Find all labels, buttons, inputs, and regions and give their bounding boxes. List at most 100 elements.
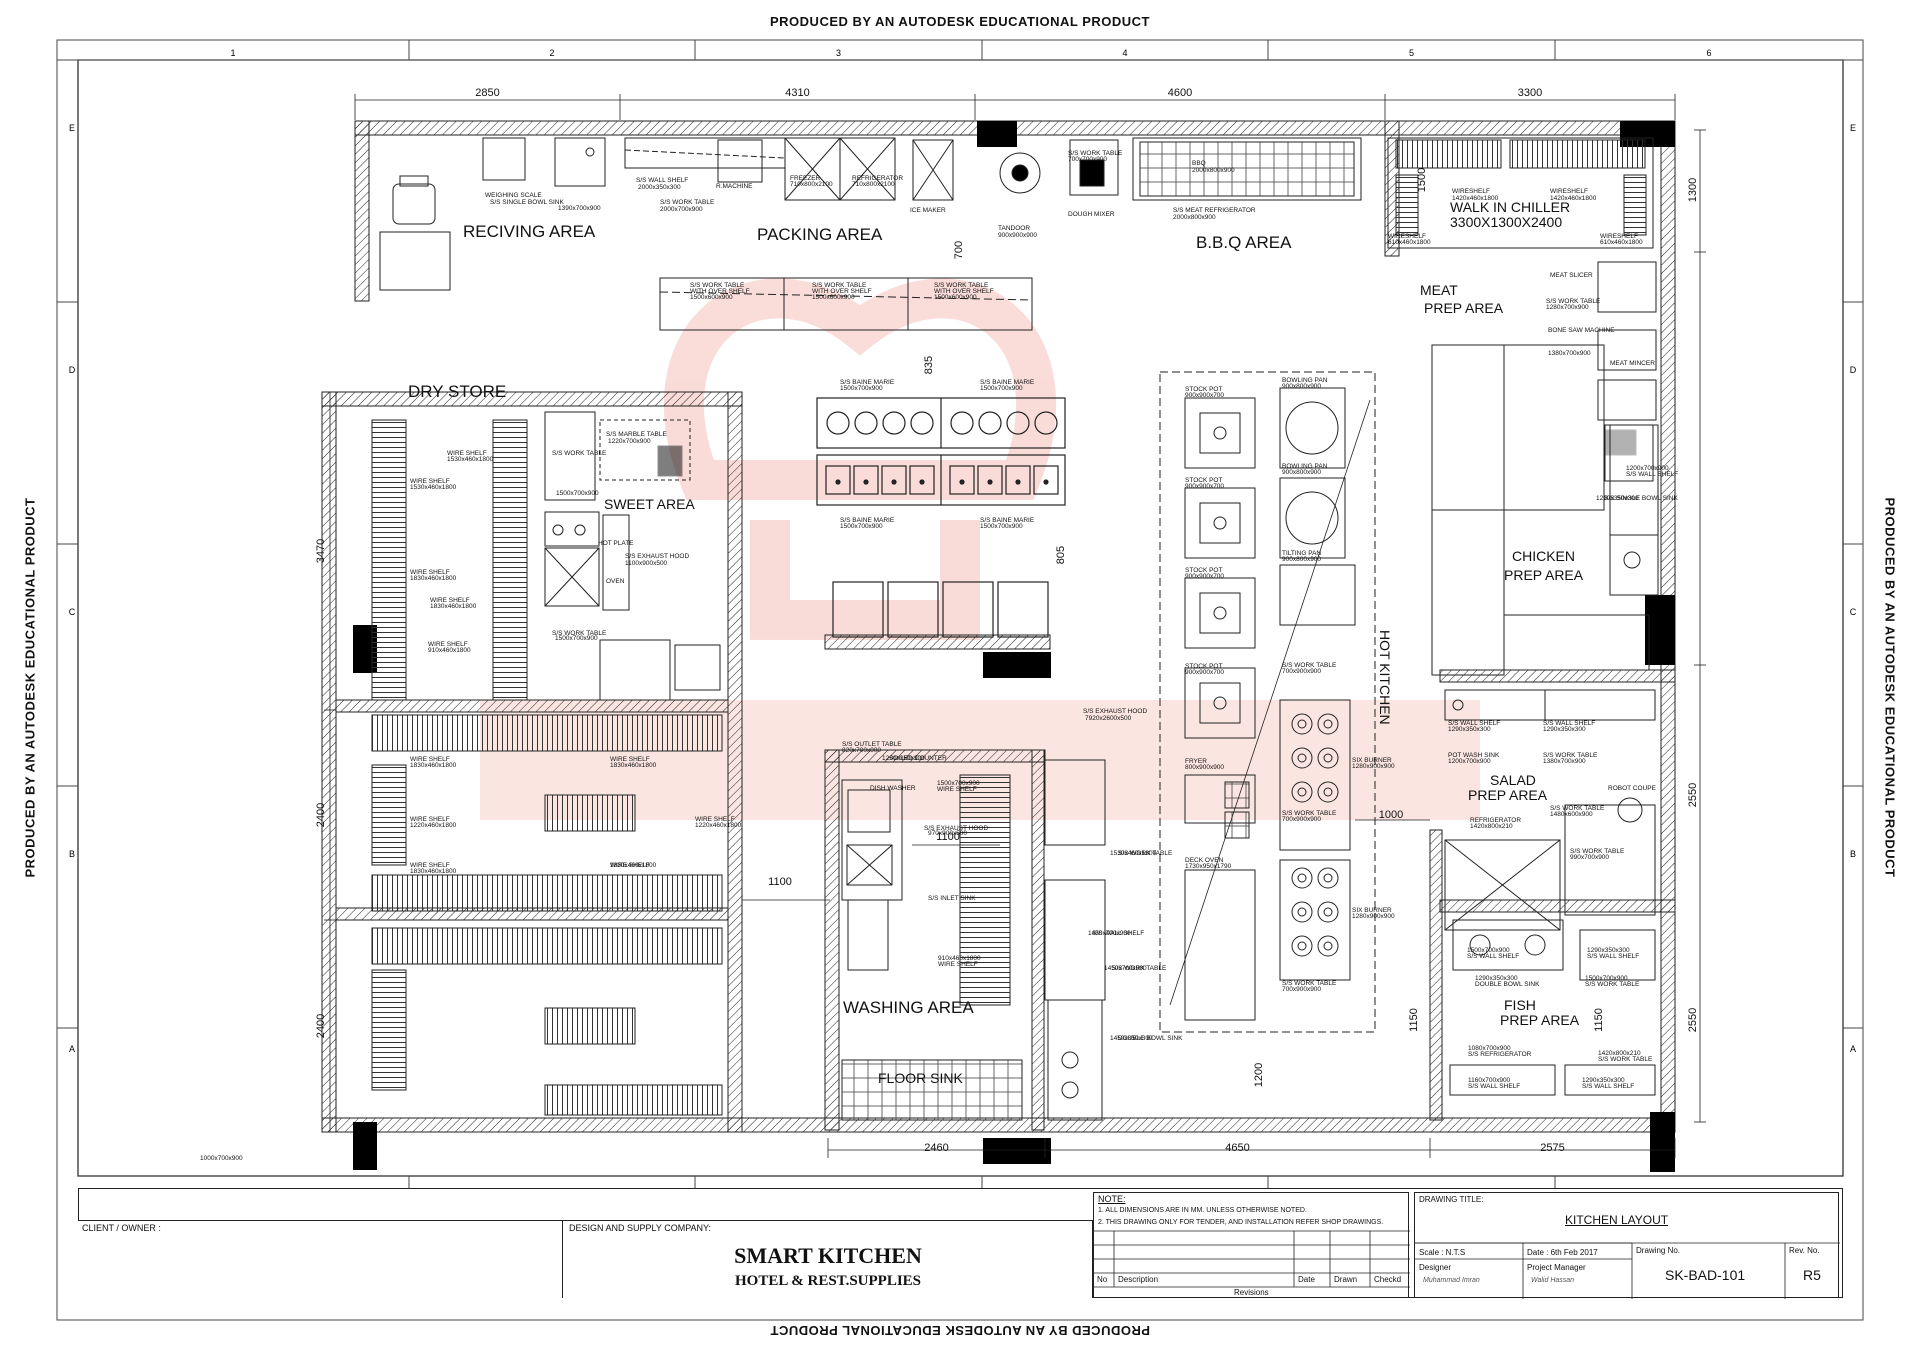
baine-marie-pan bbox=[977, 465, 1003, 495]
baine-marie-pot bbox=[1006, 411, 1030, 435]
burner-center bbox=[1297, 907, 1307, 917]
equipment-label: ICE MAKER bbox=[910, 207, 946, 214]
equipment-label: STOCK POT bbox=[1185, 477, 1222, 484]
equipment-label: 910x460x1800 bbox=[428, 647, 471, 654]
area-label-chicken2: PREP AREA bbox=[1504, 567, 1584, 583]
equipment-label: BOWLING PAN bbox=[1282, 463, 1328, 470]
equipment-label: 1830x460x1800 bbox=[410, 575, 457, 582]
equipment-label: 900x900x700 bbox=[1185, 669, 1224, 676]
baine-marie-knob bbox=[1015, 479, 1021, 485]
notes-box: NOTE: 1. ALL DIMENSIONS ARE IN MM. UNLES… bbox=[1093, 1192, 1410, 1298]
drawing-title-label: DRAWING TITLE: bbox=[1419, 1195, 1484, 1204]
grid-row-label: C bbox=[1850, 607, 1857, 617]
burner-ring bbox=[1291, 747, 1313, 769]
grid-column-label: 6 bbox=[1706, 48, 1711, 58]
equipment-label: 1290x350x300 bbox=[1448, 726, 1491, 733]
equipment-label: 1500x700x900 bbox=[980, 523, 1023, 530]
equipment-label: POT WASH SINK bbox=[1448, 752, 1500, 759]
equipment-label: 1160x700x900 bbox=[1468, 1077, 1511, 1084]
burner-center bbox=[1323, 941, 1333, 951]
equipment-label: S/S EXHAUST HOOD bbox=[625, 553, 689, 560]
equipment-label: WIRE SHELF bbox=[938, 961, 978, 968]
equipment-label: 1500x700x900 bbox=[937, 780, 980, 787]
burner-center bbox=[1297, 719, 1307, 729]
baine-marie-knob bbox=[891, 479, 897, 485]
equipment-label: 1450x350x300 bbox=[1110, 1035, 1153, 1042]
equipment-label: S/S WORK TABLE bbox=[1550, 805, 1605, 812]
rev-header-checkd: Checkd bbox=[1374, 1275, 1402, 1284]
stock-pot-grate bbox=[1199, 502, 1241, 544]
equipment-label: 1500x700x900 bbox=[556, 490, 599, 497]
equipment-label: S/S SINGLE BOWL SINK bbox=[1604, 495, 1678, 502]
equipment-label: 1500x700x900 bbox=[840, 385, 883, 392]
baine-marie-knob bbox=[835, 479, 841, 485]
equipment-label: 1450x700x900 bbox=[1104, 965, 1147, 972]
dimension-inner: 700 bbox=[953, 241, 965, 259]
equipment-label: 1530x460x1800 bbox=[447, 456, 494, 463]
equipment-label: S/S WORK TABLE bbox=[934, 282, 989, 289]
rev-header-date: Date bbox=[1298, 1275, 1315, 1284]
burner-ring bbox=[1317, 747, 1339, 769]
equipment-label: 1830x460x1800 bbox=[430, 603, 477, 610]
client-box: CLIENT / OWNER : bbox=[78, 1220, 563, 1298]
stock-pot-burner bbox=[1213, 696, 1227, 710]
equipment-label: 1420x800x210 bbox=[1598, 1050, 1641, 1057]
equipment-label: WIRE SHELF bbox=[610, 862, 650, 869]
baine-marie-pan bbox=[853, 465, 879, 495]
stock-pot-burner bbox=[1213, 426, 1227, 440]
equipment-label: S/S WORK TABLE bbox=[690, 282, 745, 289]
stock-pot-burner bbox=[1213, 516, 1227, 530]
equipment-label: 1220x460x1800 bbox=[410, 822, 457, 829]
baine-marie-pot bbox=[882, 411, 906, 435]
area-label-bbq: B.B.Q AREA bbox=[1196, 233, 1292, 252]
equipment-label: S/S BAINE MARIE bbox=[980, 517, 1035, 524]
baine-marie-pot bbox=[1034, 411, 1058, 435]
equipment-label: 900x900x900 bbox=[998, 232, 1037, 239]
dimension-inner: 835 bbox=[923, 356, 935, 374]
drawing-info-box: DRAWING TITLE: KITCHEN LAYOUT Scale : N.… bbox=[1414, 1192, 1840, 1299]
equipment-label: S/S WALL SHELF bbox=[1582, 1083, 1634, 1090]
dimension-right: 2550 bbox=[1687, 1008, 1699, 1032]
equipment-label: WIRE SHELF bbox=[410, 862, 450, 869]
equipment-label: WIRESHELF bbox=[1452, 188, 1490, 195]
equipment-label: 700x700x900 bbox=[1068, 156, 1107, 163]
equipment-label: S/S MARBLE TABLE bbox=[606, 431, 667, 438]
equipment-label: STOCK POT bbox=[1185, 386, 1222, 393]
equipment-label: TILTING PAN bbox=[1282, 550, 1321, 557]
equipment-label: 7920x2600x500 bbox=[1085, 715, 1132, 722]
equipment-label: S/S WORK TABLE bbox=[1282, 662, 1337, 669]
area-label-fish2: PREP AREA bbox=[1500, 1012, 1580, 1028]
equipment-label: S/S OUTLET TABLE bbox=[842, 741, 902, 748]
burner-ring bbox=[1291, 867, 1313, 889]
equipment-label: 1380x700x900 bbox=[1548, 350, 1591, 357]
equipment-label: R.MACHINE bbox=[716, 183, 753, 190]
equipment-label: S/S BAINE MARIE bbox=[840, 379, 895, 386]
burner-center bbox=[1323, 873, 1333, 883]
equipment-label: REFRIGERATOR bbox=[852, 175, 903, 182]
equipment-label: WIRE SHELF bbox=[695, 816, 735, 823]
baine-marie-pan bbox=[881, 465, 907, 495]
area-label-walkin: WALK IN CHILLER bbox=[1450, 199, 1570, 215]
equipment-label: S/S BAINE MARIE bbox=[840, 517, 895, 524]
watermark-top: PRODUCED BY AN AUTODESK EDUCATIONAL PROD… bbox=[770, 14, 1150, 29]
equipment-label: SIX BURNER bbox=[1352, 907, 1392, 914]
equipment-label: 1380x700x900 bbox=[1543, 758, 1586, 765]
burner-center bbox=[1323, 907, 1333, 917]
equipment-label: REFRIGERATOR bbox=[1470, 817, 1521, 824]
baine-marie-pot bbox=[854, 411, 878, 435]
date-text: Date : 6th Feb 2017 bbox=[1527, 1248, 1598, 1257]
equipment-label: 1280x700x900 bbox=[1546, 304, 1589, 311]
drawing-no-label: Drawing No. bbox=[1636, 1246, 1681, 1255]
area-label-walkin_size: 3300X1300X2400 bbox=[1450, 214, 1562, 230]
grid-row-label: C bbox=[69, 607, 76, 617]
burner-ring bbox=[1317, 781, 1339, 803]
grid-row-label: B bbox=[69, 849, 75, 859]
burner-ring bbox=[1317, 713, 1339, 735]
revisions-label: Revisions bbox=[1234, 1288, 1269, 1297]
equipment-label: 1500x700x900 bbox=[840, 523, 883, 530]
area-label-hot: HOT KITCHEN bbox=[1377, 630, 1393, 725]
equipment-label: BBQ bbox=[1192, 160, 1206, 167]
equipment-label: 610x460x1800 bbox=[1600, 239, 1643, 246]
grid-row-label: E bbox=[69, 123, 75, 133]
note-1: 1. ALL DIMENSIONS ARE IN MM. UNLESS OTHE… bbox=[1098, 1207, 1307, 1214]
